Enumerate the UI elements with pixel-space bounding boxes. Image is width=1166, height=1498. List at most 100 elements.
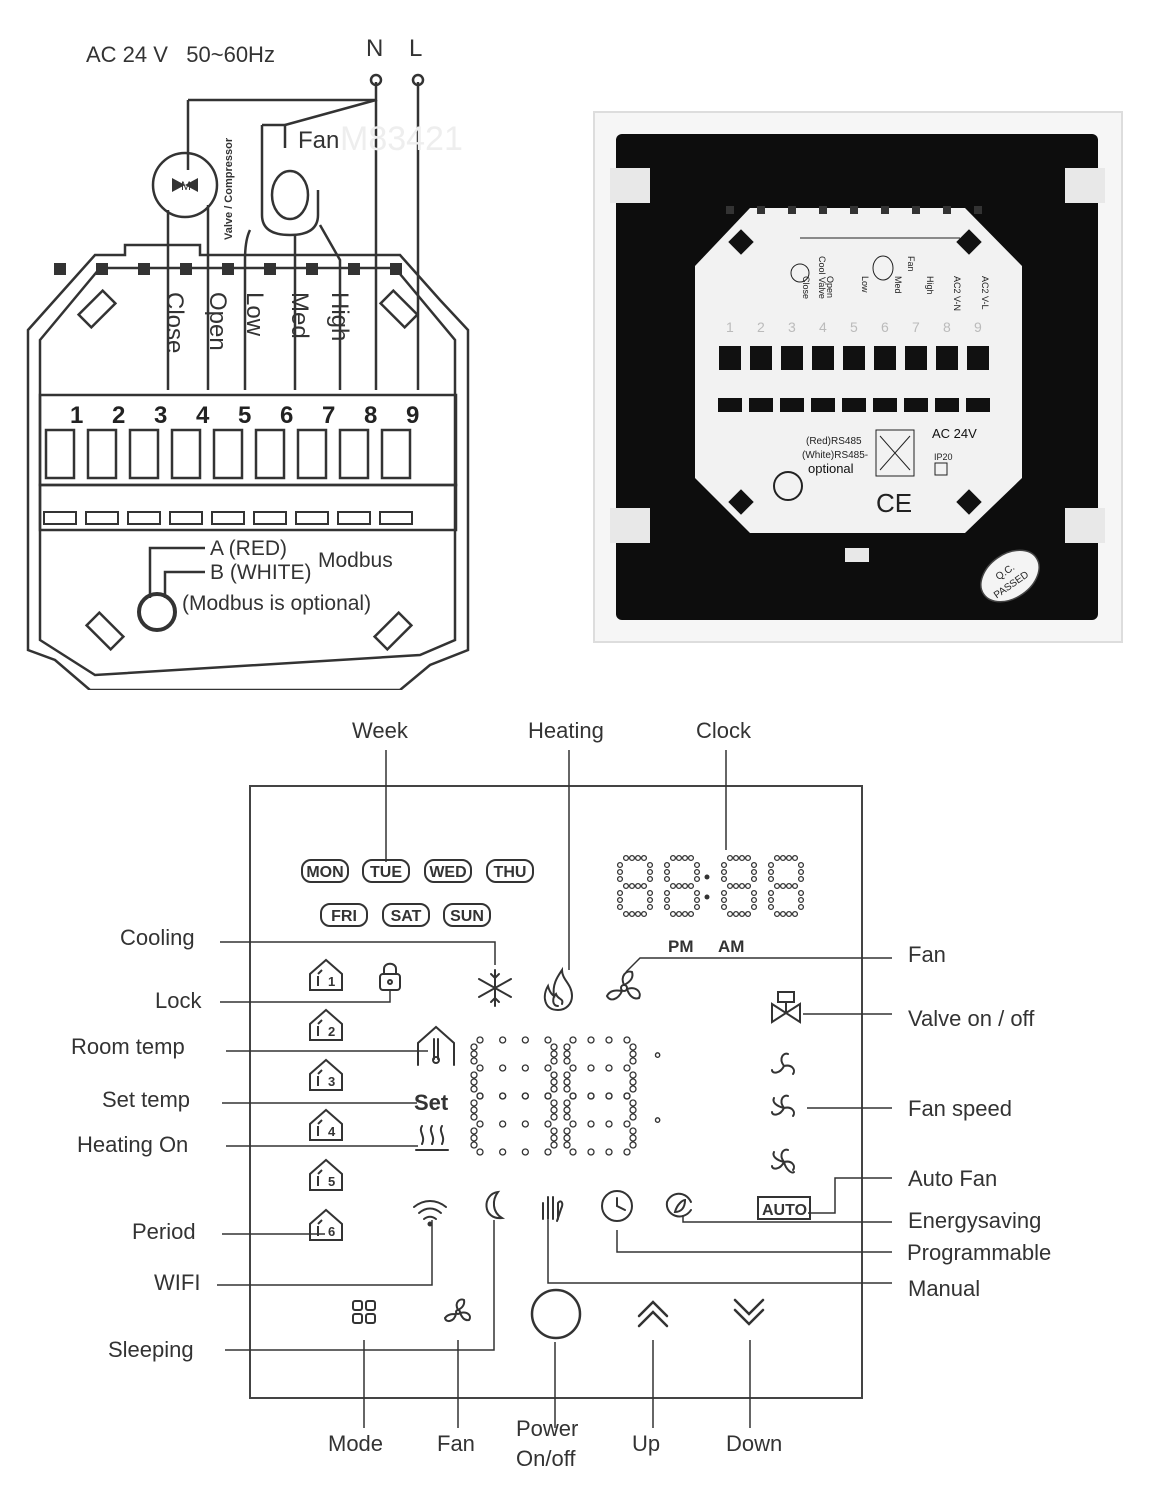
wiring-terminal-6	[254, 428, 286, 480]
photo-terminals	[718, 206, 990, 412]
callout-heating: Heating	[528, 718, 604, 743]
wiring-pin-5	[222, 263, 234, 275]
temperature-display	[470, 1036, 637, 1156]
day-label-thu: THU	[494, 864, 527, 881]
period-number-3: 3	[328, 1074, 335, 1089]
wiring-terminal-7	[296, 428, 328, 480]
callout-auto-fan: Auto Fan	[908, 1166, 997, 1191]
photo-label-3: Med	[893, 276, 903, 294]
photo-terminal-base-7	[904, 398, 928, 412]
power-button-icon[interactable]	[530, 1288, 582, 1340]
period-number-2: 2	[328, 1024, 335, 1039]
callout-clock: Clock	[696, 718, 752, 743]
energysaving-icon	[665, 1192, 692, 1218]
day-badge-fri	[320, 903, 368, 927]
auto-label: AUTO	[762, 1202, 807, 1219]
photo-ce: CE	[876, 488, 912, 518]
lcd-panel-diagram: Week Heating Clock Cooling Lock Room tem…	[71, 718, 1051, 1471]
photo-number-8: 8	[943, 319, 951, 335]
photo-pin-8	[943, 206, 951, 214]
photo-number-7: 7	[912, 319, 920, 335]
clock-digit-3	[720, 854, 758, 918]
photo-terminal-base-2	[749, 398, 773, 412]
terminal-number-6: 6	[280, 402, 293, 429]
callout-week: Week	[352, 718, 409, 743]
photo-number-1: 1	[726, 319, 734, 335]
fan-speed-med-icon	[771, 1094, 795, 1117]
period-3-icon: 3	[309, 1058, 343, 1091]
temp-digit-2-room	[563, 1036, 637, 1100]
heating-on-icon	[415, 1125, 449, 1151]
photo-optional: optional	[808, 461, 854, 476]
callout-fan-bottom: Fan	[437, 1431, 475, 1456]
photo-label-5: AC2 V-N	[952, 276, 962, 311]
terminal-number-1: 1	[70, 402, 83, 429]
clock-display	[616, 854, 805, 918]
photo-terminal-1	[719, 346, 741, 370]
photo-terminal-base-5	[842, 398, 866, 412]
period-number-6: 6	[328, 1224, 335, 1239]
wiring-fan-label: Fan	[298, 127, 339, 154]
wiring-terminal-4	[170, 428, 202, 480]
mode-icon	[352, 1300, 376, 1324]
photo-terminal-5	[843, 346, 865, 370]
temp-digit-2-set	[563, 1092, 637, 1156]
wiring-pin-4	[180, 263, 192, 275]
wiring-terminal-8	[338, 428, 370, 480]
photo-terminal-7	[905, 346, 927, 370]
photo-pin-1	[726, 206, 734, 214]
clock-digit-2	[663, 854, 701, 918]
callout-up: Up	[632, 1431, 660, 1456]
up-arrow-icon[interactable]	[637, 1300, 669, 1328]
wiring-diagram: AC 24 V 50~60Hz N L Fan M83421 M Valve /…	[26, 35, 470, 690]
wiring-terminal-base-2	[85, 511, 119, 525]
day-badge-tue	[362, 859, 410, 883]
wiring-terminal-3	[128, 428, 160, 480]
wiring-pin-9	[390, 263, 402, 275]
photo-terminal-4	[812, 346, 834, 370]
fan-speed-high-icon	[771, 1148, 795, 1174]
terminal-number-9: 9	[406, 402, 419, 429]
photo-rs485-white: (White)RS485-	[802, 450, 868, 461]
callout-down: Down	[726, 1431, 782, 1456]
day-label-fri: FRI	[331, 908, 357, 925]
day-badge-wed	[424, 859, 472, 883]
wiring-terminal-9	[380, 428, 412, 480]
down-arrow-icon[interactable]	[733, 1298, 765, 1326]
terminal-number-4: 4	[196, 402, 210, 429]
modbus-label: Modbus	[318, 549, 393, 572]
callout-fan-speed: Fan speed	[908, 1096, 1012, 1121]
lcd-frame	[249, 785, 863, 1399]
wiring-terminals	[43, 263, 413, 525]
wiring-pin-8	[348, 263, 360, 275]
wiring-n-label: N	[366, 35, 383, 62]
photo-pin-3	[788, 206, 796, 214]
clock-digit-1	[616, 854, 654, 918]
fan-icon	[605, 970, 641, 1001]
callout-lock: Lock	[155, 988, 202, 1013]
wiring-terminal-base-6	[253, 511, 287, 525]
manual-hand-icon	[542, 1196, 564, 1222]
photo-label-6: AC2 V-L	[980, 276, 990, 310]
period-1-icon: 1	[309, 958, 343, 991]
callout-fan-top: Fan	[908, 942, 946, 967]
photo-label-0: Close	[801, 276, 811, 299]
terminal-label-close: Close	[161, 292, 188, 353]
callout-power-line2: On/off	[516, 1446, 576, 1471]
photo-terminal-8	[936, 346, 958, 370]
terminal-number-5: 5	[238, 402, 251, 429]
photo-pin-2	[757, 206, 765, 214]
wifi-icon	[413, 1200, 447, 1227]
terminal-label-open: Open	[204, 292, 231, 351]
snowflake-icon	[478, 969, 512, 1007]
callout-manual: Manual	[908, 1276, 980, 1301]
photo-terminal-base-4	[811, 398, 835, 412]
wiring-terminal-2	[86, 428, 118, 480]
terminal-label-med: Med	[286, 292, 313, 339]
wiring-terminal-1	[44, 428, 76, 480]
period-2-icon: 2	[309, 1008, 343, 1041]
wiring-motor-label: M	[181, 179, 191, 193]
terminal-number-2: 2	[112, 402, 125, 429]
